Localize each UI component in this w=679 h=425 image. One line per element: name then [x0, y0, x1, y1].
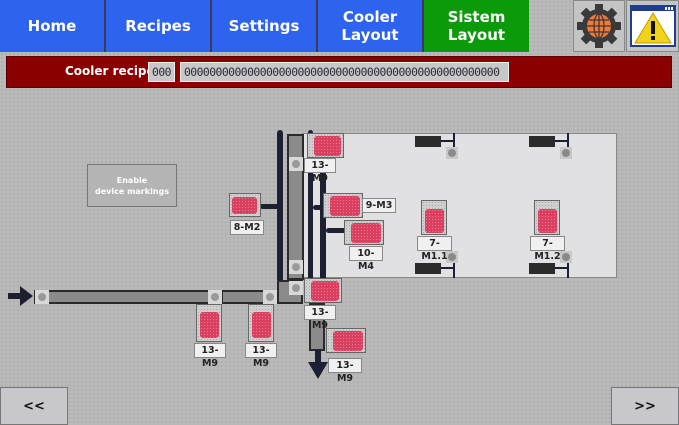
nav-cooler-layout-line2: Layout [341, 26, 399, 44]
nav-cooler-layout-line1: Cooler [342, 8, 398, 26]
input-arrow-icon [8, 286, 33, 306]
globe-gear-icon [577, 4, 621, 48]
recipe-bar: Cooler recipe: 000 000000000000000000000… [6, 56, 672, 88]
device-tag-9-m3: 9-M3 [362, 198, 396, 213]
fan-connector [555, 140, 569, 142]
nav-home-label: Home [27, 17, 77, 35]
nav-settings-label: Settings [228, 17, 300, 35]
motor-body [333, 331, 363, 351]
motor-13-m9-top[interactable] [307, 133, 344, 158]
nav-recipes-button[interactable]: Recipes [106, 0, 212, 52]
nav-home-button[interactable]: Home [0, 0, 106, 52]
conveyor-roller [263, 290, 277, 304]
motor-13-m9-left1[interactable] [196, 304, 222, 342]
support-rail [308, 130, 313, 280]
motor-13-m9-bottom[interactable] [326, 328, 366, 353]
motor-body [538, 209, 557, 233]
motor-10-m4[interactable] [344, 220, 384, 245]
output-arrow-icon [308, 350, 328, 379]
conveyor-roller [289, 157, 303, 171]
fan-connector [441, 140, 455, 142]
vertical-conveyor [287, 134, 304, 280]
warning-window-icon [629, 5, 676, 47]
motor-body [232, 197, 257, 214]
motor-7-m1-1[interactable] [421, 200, 447, 235]
device-tag-13-m9-top: 13-M9 [304, 158, 336, 184]
horizontal-conveyor [34, 290, 220, 304]
alarms-button[interactable] [626, 0, 679, 52]
next-page-label: >> [634, 398, 656, 414]
nav-sistem-layout-line2: Layout [447, 26, 506, 44]
motor-body [425, 209, 444, 233]
previous-page-label: << [23, 398, 45, 414]
device-tag-13-m9-junction: 13-M9 [304, 305, 336, 331]
fan-sensor [446, 251, 458, 263]
fan-sensor [446, 147, 458, 159]
evaporator-fan [415, 136, 441, 147]
motor-13-m9-left2[interactable] [248, 304, 274, 342]
fan-sensor [560, 251, 572, 263]
enable-markings-line1: Enable [116, 175, 148, 185]
fan-connector [453, 261, 455, 278]
motor-7-m1-2[interactable] [534, 200, 560, 235]
motor-body [330, 196, 360, 216]
motor-body [252, 312, 271, 338]
device-tag-13-m9-bottom: 13-M9 [328, 358, 362, 384]
conveyor-roller [289, 281, 303, 295]
device-tag-7-m1-2: 7-M1.2 [530, 236, 565, 262]
support-rail [277, 130, 283, 287]
nav-sistem-layout-line1: Sistem [447, 8, 506, 26]
recipe-label: Cooler recipe: [65, 64, 160, 78]
device-tag-10-m4: 10-M4 [349, 246, 383, 272]
motor-13-m9-junction[interactable] [304, 278, 342, 303]
motor-body [314, 136, 341, 156]
motor-9-m3[interactable] [323, 193, 363, 218]
device-tag-7-m1-1: 7-M1.1 [417, 236, 452, 262]
device-tag-13-m9-left1: 13-M9 [194, 343, 226, 369]
rail-branch [260, 204, 280, 209]
rail-branch [326, 228, 346, 233]
recipe-number-field[interactable]: 000 [148, 62, 175, 82]
fan-connector [441, 267, 455, 269]
evaporator-fan [529, 136, 555, 147]
rail-branch [313, 205, 327, 210]
conveyor-roller [289, 260, 303, 274]
motor-body [311, 281, 339, 301]
fan-connector [453, 133, 455, 147]
enable-markings-line2: device markings [95, 186, 169, 196]
previous-page-button[interactable]: << [0, 387, 68, 425]
fan-connector [567, 261, 569, 278]
motor-body [200, 312, 219, 338]
fan-sensor [560, 147, 572, 159]
conveyor-roller [35, 290, 49, 304]
recipe-name-field[interactable]: 0000000000000000000000000000000000000000… [180, 62, 509, 82]
motor-body [351, 223, 381, 243]
network-settings-button[interactable] [573, 0, 625, 52]
fan-connector [555, 267, 569, 269]
conveyor-roller [208, 290, 222, 304]
evaporator-fan [529, 263, 555, 274]
nav-settings-button[interactable]: Settings [212, 0, 318, 52]
motor-8-m2[interactable] [229, 193, 261, 217]
evaporator-fan [415, 263, 441, 274]
device-tag-13-m9-left2: 13-M9 [245, 343, 277, 369]
next-page-button[interactable]: >> [611, 387, 679, 425]
nav-recipes-label: Recipes [125, 17, 191, 35]
fan-connector [567, 133, 569, 147]
device-tag-8-m2: 8-M2 [230, 220, 264, 235]
